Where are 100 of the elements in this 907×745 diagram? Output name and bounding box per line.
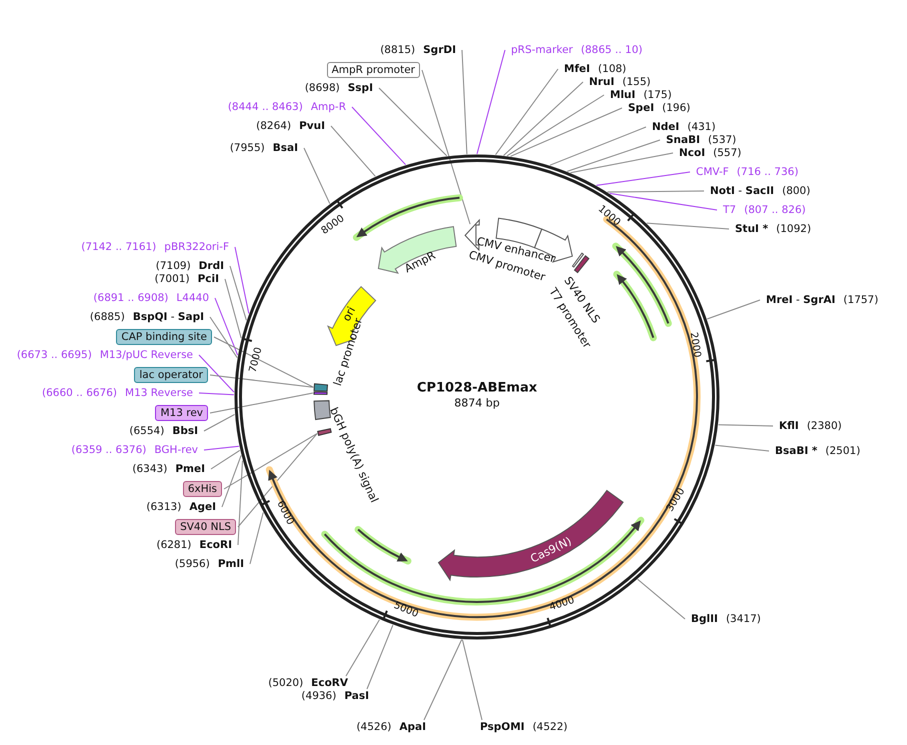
leader-line [346,619,380,676]
plasmid-name: CP1028-ABEmax [416,382,538,394]
leader-line [210,316,238,358]
primer-range: (716 .. 736) [736,166,798,178]
primer-range: (6673 .. 6695) [16,349,92,361]
feature-tag: CAP binding site [116,329,212,345]
site-position: (7001) [154,273,190,285]
enzyme-name: BsaBI * [775,445,818,457]
leader-line [210,450,240,470]
enzyme-name: BsaI [272,142,298,154]
primer-name: pBR322ori-F [164,241,229,253]
site-position: (6313) [146,501,182,513]
leader-line [210,392,314,414]
leader-line [378,88,448,156]
site-position: (5020) [268,677,304,689]
site-position: (6554) [129,425,164,437]
leader-line [198,354,234,393]
site-position: (6343) [132,463,168,475]
feature-tag: 6xHis [182,481,222,497]
leader-line [550,126,646,166]
feature-tag: SV40 NLS [175,519,236,535]
site-position: (557) [713,147,742,159]
site-position: (800) [782,185,810,197]
site-position: (6885) [90,311,125,323]
leader-line [198,392,234,396]
site-position: (1092) [776,223,812,235]
site-position: (4936) [301,690,336,702]
leader-line [506,94,604,156]
site-position: (4522) [532,721,568,733]
enzyme-name: PasI [344,690,369,702]
leader-line [609,192,718,210]
site-position: (7109) [156,260,191,272]
enzyme-name: SpeI [628,102,654,114]
plasmid-size: 8874 bp [454,396,500,410]
leader-line [224,278,242,339]
enzyme-name: SgrDI [423,44,456,56]
site-position: (537) [708,134,736,146]
site-position: (2501) [825,445,860,457]
leader-line [510,108,622,157]
enzyme-name: PciI [198,273,219,285]
site-position: (5956) [174,558,210,570]
feature-mark [314,383,328,392]
leader-line [204,414,236,432]
leader-line [234,246,250,314]
leader-line [476,50,506,154]
leader-line [238,460,243,546]
primer-range: (8865 .. 10) [580,44,643,56]
leader-line [330,126,376,177]
enzyme-name: BspQI - SapI [132,311,204,323]
site-position: (7955) [230,142,265,154]
leader-line [230,266,247,321]
primer-name: M13/pUC Reverse [100,349,193,361]
site-position: (3417) [726,613,761,625]
primer-name: pRS-marker [511,44,573,56]
enzyme-name: ApaI [399,721,426,733]
leader-line [714,444,770,452]
enzyme-name: StuI * [735,223,768,235]
site-position: (175) [643,89,672,101]
primer-range: (6660 .. 6676) [42,387,118,399]
enzyme-name: NdeI [652,121,680,133]
site-position: (4526) [356,721,392,733]
primer-range: (6359 .. 6376) [71,444,146,456]
feature-tag: M13 rev [155,405,208,421]
site-position: (108) [598,63,626,75]
feature-tag: lac operator [134,367,208,383]
site-position: (6281) [156,539,192,551]
leader-line [706,300,760,320]
site-position: (2380) [806,420,842,432]
primer-name: BGH-rev [154,444,198,456]
primer-range: (6891 .. 6908) [93,292,168,304]
primer-name: T7 [723,204,736,216]
primer-range: (807 .. 826) [744,204,806,216]
enzyme-name: PmlI [218,558,244,570]
enzyme-name: EcoRI [199,539,232,551]
feature-mark [314,391,328,395]
site-position: (431) [687,121,716,133]
enzyme-name: MluI [610,89,636,101]
leader-line [210,374,314,388]
enzyme-name: SnaBI [666,134,700,146]
leader-line [495,68,558,156]
leader-line [214,298,238,356]
site-position: (8264) [256,120,292,132]
site-position: (196) [662,102,690,114]
leader-line [462,639,482,720]
leader-line [224,433,318,490]
leader-line [204,446,240,450]
leader-line [570,152,674,174]
site-position: (1757) [843,294,878,306]
tick-label: 4000 [548,594,576,614]
site-position: (155) [622,76,651,88]
enzyme-name: NotI - SacII [710,185,774,197]
enzyme-name: PmeI [175,463,205,475]
enzyme-name: PspOMI [480,721,525,733]
leader-line [637,578,686,620]
leader-line [596,172,690,186]
tick-label: 7000 [246,346,266,374]
enzyme-name: DrdI [198,260,224,272]
feature-mark [317,428,332,436]
primer-range: (7142 .. 7161) [81,241,156,253]
site-position: (8698) [304,82,340,94]
